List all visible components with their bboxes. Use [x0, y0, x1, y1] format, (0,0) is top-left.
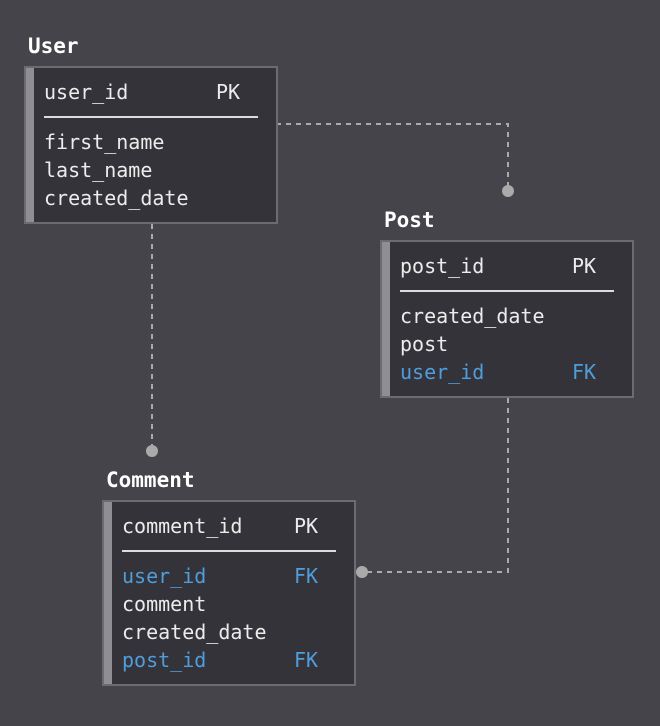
comment-field-comment: comment	[122, 592, 207, 616]
user-pk-key: PK	[216, 80, 241, 104]
post-fk-key: FK	[572, 360, 597, 384]
user-field-last-name: last_name	[44, 158, 153, 182]
comment-pk-name: comment_id	[122, 514, 243, 538]
user-field-first-name: first_name	[44, 130, 165, 154]
post-entity-accent-bar	[382, 242, 390, 396]
post-pk-name: post_id	[400, 254, 485, 278]
post-fk-name: user_id	[400, 360, 485, 384]
post-pk-divider	[400, 290, 614, 292]
user-comment-endpoint	[146, 445, 158, 457]
post-field-created-date: created_date	[400, 304, 545, 328]
user-field-created-date: created_date	[44, 186, 189, 210]
user-post-endpoint	[502, 185, 514, 197]
post-comment-connector	[362, 398, 509, 573]
user-pk-divider	[44, 116, 258, 118]
post-comment-endpoint	[356, 566, 368, 578]
post-entity-title: Post	[384, 208, 435, 232]
comment-fk2-name: post_id	[122, 648, 207, 672]
post-pk-key: PK	[572, 254, 597, 278]
user-post-connector	[276, 123, 509, 190]
comment-entity-title: Comment	[106, 468, 195, 492]
post-entity[interactable]: post_id PK created_date post user_id FK	[380, 240, 634, 398]
comment-entity-accent-bar	[104, 502, 112, 684]
comment-pk-divider	[122, 550, 336, 552]
comment-entity[interactable]: comment_id PK user_id FK comment created…	[102, 500, 356, 686]
user-pk-name: user_id	[44, 80, 129, 104]
user-entity-accent-bar	[26, 68, 34, 222]
comment-fk1-key: FK	[294, 564, 319, 588]
comment-field-created-date: created_date	[122, 620, 267, 644]
post-field-post: post	[400, 332, 449, 356]
user-entity-title: User	[28, 34, 79, 58]
comment-fk1-name: user_id	[122, 564, 207, 588]
user-entity[interactable]: user_id PK first_name last_name created_…	[24, 66, 278, 224]
comment-fk2-key: FK	[294, 648, 319, 672]
comment-pk-key: PK	[294, 514, 319, 538]
